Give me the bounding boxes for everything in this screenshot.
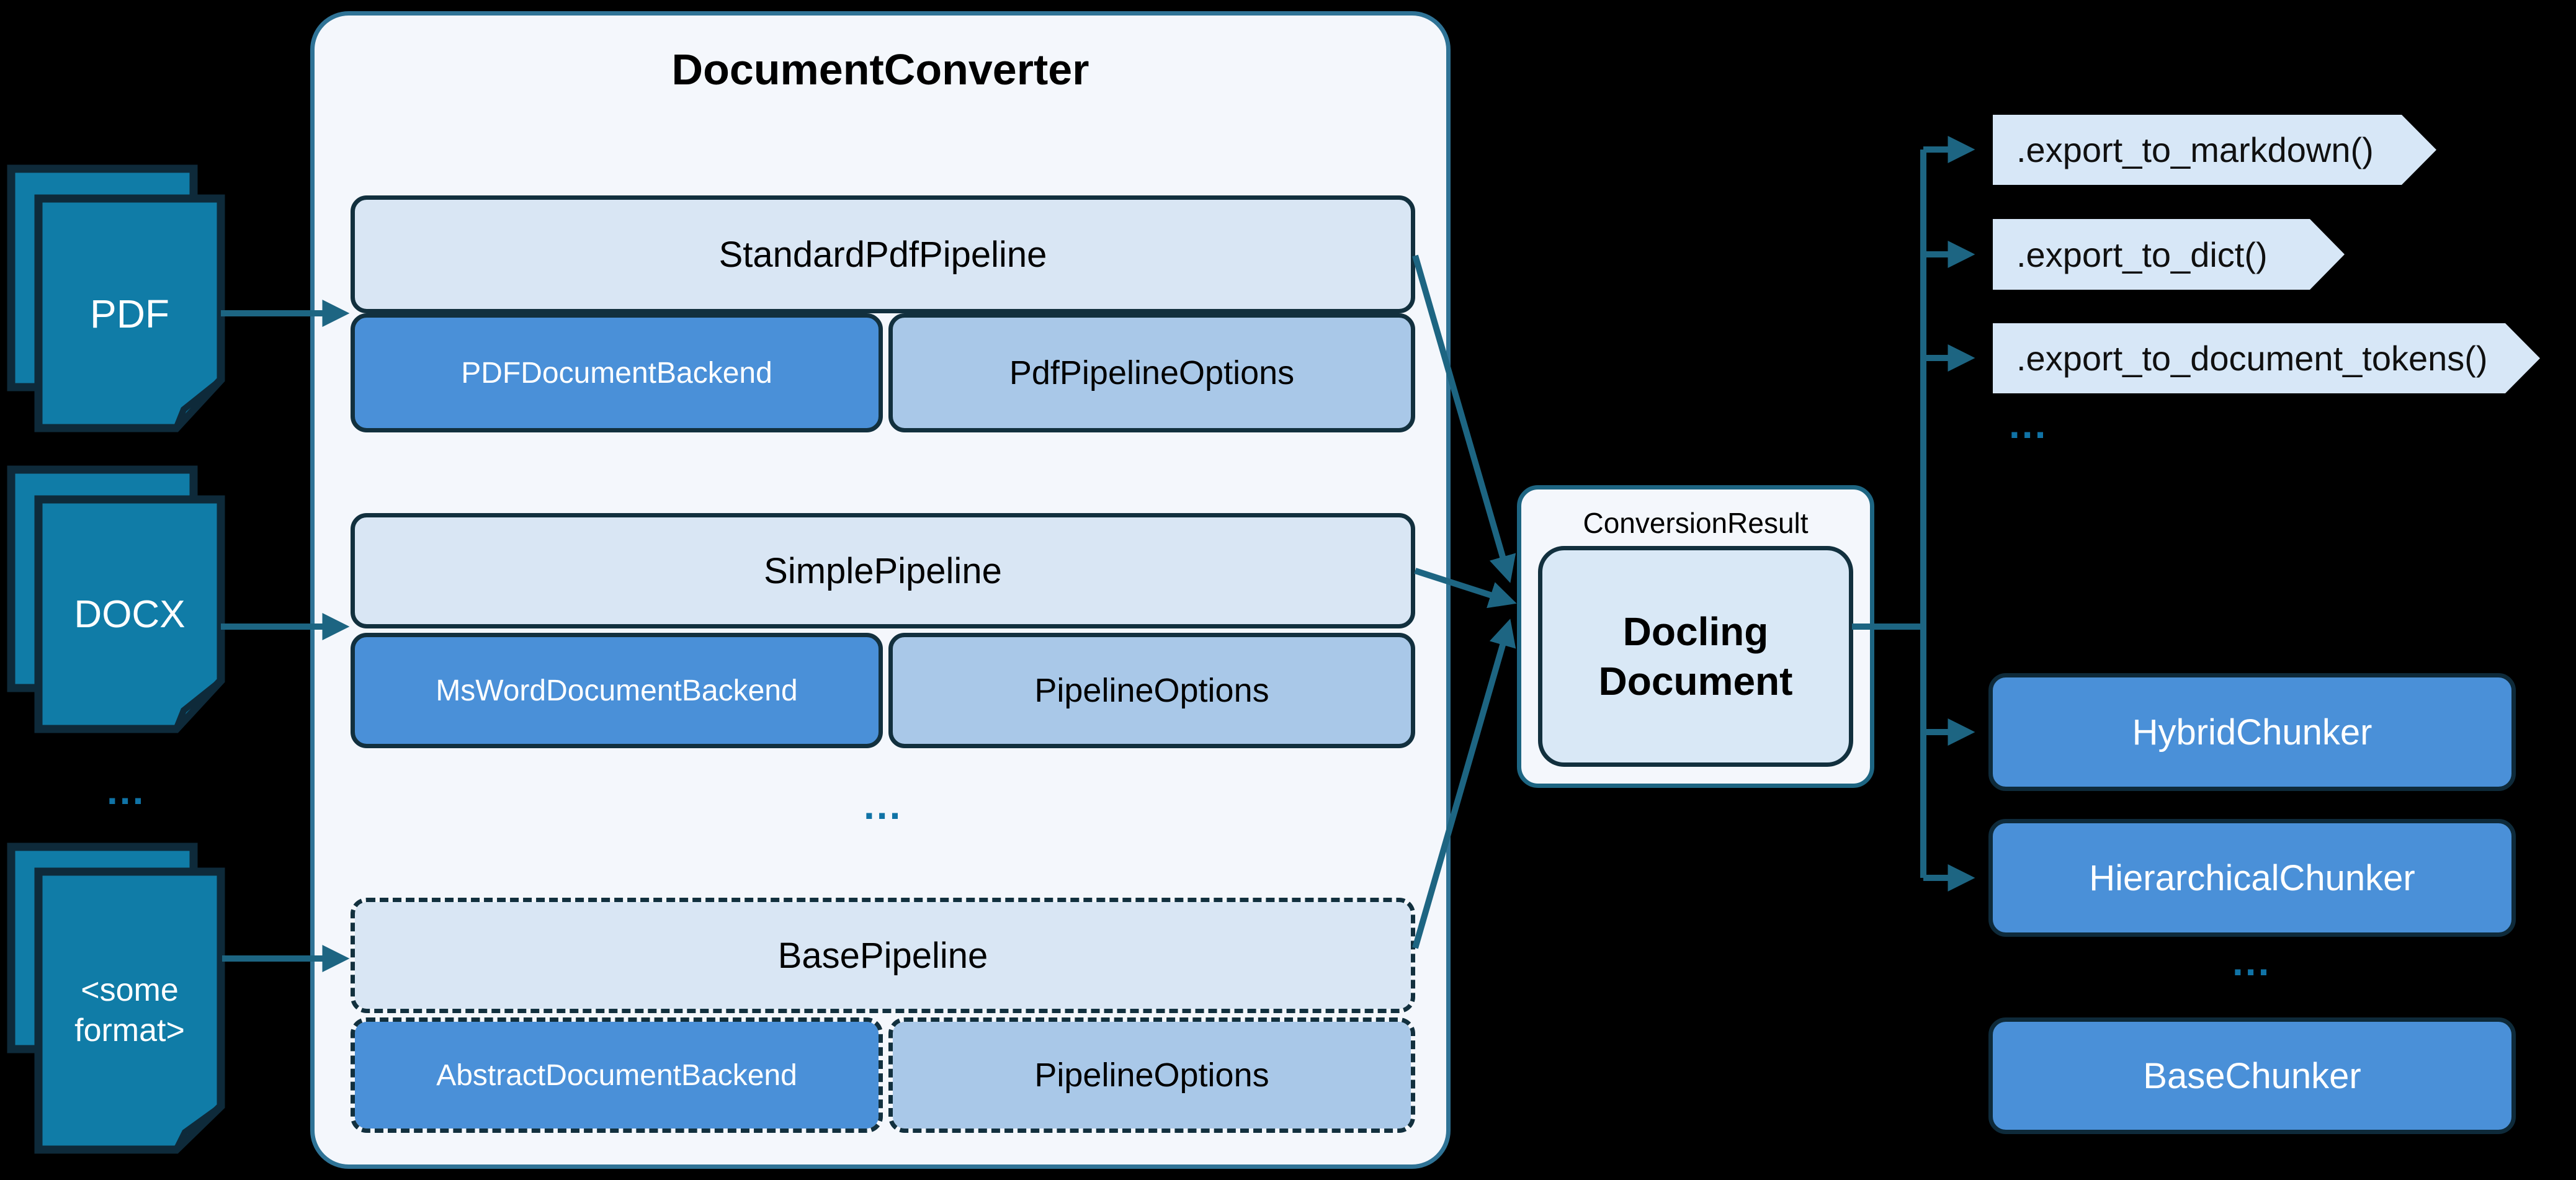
document-stack-icon [7,843,225,1154]
document-converter-panel: DocumentConverter StandardPdfPipeline PD… [310,11,1451,1169]
export-to-document-tokens-tag: .export_to_document_tokens() [1993,323,2540,393]
msword-document-backend-box: MsWordDocumentBackend [351,633,883,748]
hybrid-chunker-box: HybridChunker [1988,673,2516,791]
export-to-dict-tag: .export_to_dict() [1993,219,2345,290]
standard-pdf-pipeline-box: StandardPdfPipeline [351,195,1415,313]
conversion-result-label: ConversionResult [1583,507,1809,539]
pdf-pipeline-options-box: PdfPipelineOptions [888,313,1415,432]
simple-pipeline-box: SimplePipeline [351,513,1415,628]
document-stack-icon [7,164,225,432]
docling-document-box: Docling Document [1538,546,1853,767]
base-chunker-box: BaseChunker [1988,1017,2516,1134]
ellipsis-chunkers: ... [2232,939,2271,984]
pipeline-options-box: PipelineOptions [888,633,1415,748]
pdf-document-backend-box: PDFDocumentBackend [351,313,883,432]
ellipsis-inputs: ... [107,768,146,813]
ellipsis-pipelines: ... [864,783,903,828]
input-doc-label-some-format: <some format> [74,972,185,1048]
document-stack-icon [7,465,225,733]
document-converter-title: DocumentConverter [671,45,1089,94]
abstract-document-backend-box: AbstractDocumentBackend [351,1017,883,1133]
conversion-result-box: ConversionResult Docling Document [1517,485,1874,788]
base-pipeline-box: BasePipeline [351,898,1415,1013]
hierarchical-chunker-box: HierarchicalChunker [1988,819,2516,937]
base-pipeline-options-box: PipelineOptions [888,1017,1415,1133]
ellipsis-exports: ... [2009,402,2048,447]
input-doc-label-pdf: PDF [90,292,169,336]
input-doc-label-docx: DOCX [74,593,186,637]
export-to-markdown-tag: .export_to_markdown() [1993,115,2436,185]
